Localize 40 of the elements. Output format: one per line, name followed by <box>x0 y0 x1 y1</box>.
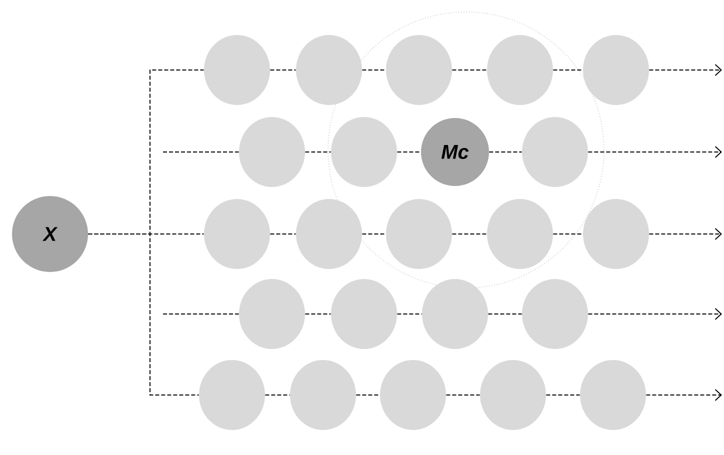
connector <box>264 394 290 396</box>
circle <box>290 360 356 430</box>
connector <box>552 233 584 234</box>
circle <box>204 35 270 105</box>
arrow <box>648 64 722 76</box>
circle <box>422 279 488 349</box>
connector <box>88 233 200 396</box>
circle <box>480 360 546 430</box>
connector <box>356 394 380 396</box>
circle <box>583 199 649 269</box>
circle <box>239 117 305 187</box>
circle <box>487 35 553 105</box>
connector <box>488 313 522 314</box>
circle <box>522 279 588 349</box>
circle <box>580 360 646 430</box>
circle <box>331 117 397 187</box>
connector <box>362 233 386 234</box>
connector <box>270 233 296 234</box>
circle <box>199 360 265 430</box>
connector <box>446 394 480 396</box>
arrow <box>588 308 722 320</box>
circle <box>296 199 362 269</box>
circle <box>386 35 452 105</box>
connector <box>546 394 580 396</box>
circle <box>296 35 362 105</box>
circle <box>204 199 270 269</box>
connector <box>396 313 422 314</box>
circle <box>522 117 588 187</box>
connector <box>452 233 488 234</box>
circle <box>239 279 305 349</box>
circle <box>380 360 446 430</box>
arrow <box>648 228 722 240</box>
circle <box>331 279 397 349</box>
circle <box>386 199 452 269</box>
arrow <box>646 388 722 401</box>
circle <box>583 35 649 105</box>
circle <box>487 199 553 269</box>
connector <box>162 313 240 314</box>
connector <box>304 313 332 314</box>
arrow <box>588 146 722 158</box>
